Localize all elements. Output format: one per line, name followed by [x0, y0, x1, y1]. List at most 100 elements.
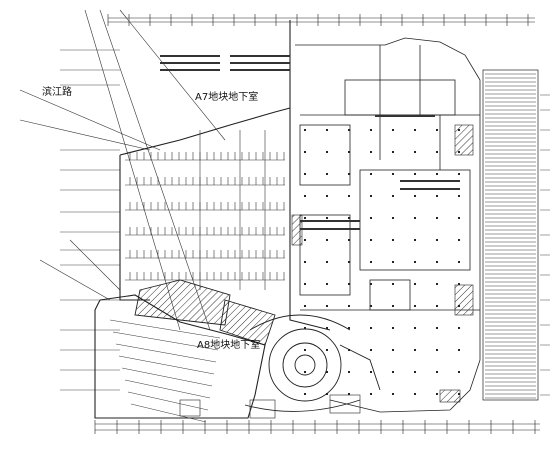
a8-parking-row [109, 319, 221, 339]
column-dot [436, 305, 438, 307]
column-dot [370, 239, 372, 241]
column-dot [304, 371, 306, 373]
column-dot [304, 195, 306, 197]
column-dot [392, 217, 394, 219]
column-dot [458, 393, 460, 395]
column-dot [304, 173, 306, 175]
column-dot [370, 327, 372, 329]
column-dot [392, 129, 394, 131]
column-dot [436, 349, 438, 351]
column-dot [414, 151, 416, 153]
column-dot [392, 283, 394, 285]
column-dot [414, 217, 416, 219]
column-dot [414, 327, 416, 329]
note-text-line [400, 180, 460, 182]
column-dot [458, 371, 460, 373]
column-dot [436, 239, 438, 241]
column-dot [348, 239, 350, 241]
column-dot [348, 393, 350, 395]
column-dot [326, 371, 328, 373]
column-dot [370, 283, 372, 285]
road-label: 滨江路 [42, 85, 72, 98]
note-text-line [300, 228, 360, 230]
a8-parking-row [115, 343, 217, 363]
note-text-line [230, 55, 290, 57]
column-dot [326, 129, 328, 131]
column-dot [436, 283, 438, 285]
column-dot [458, 173, 460, 175]
column-dot [458, 305, 460, 307]
column-dot [458, 239, 460, 241]
column-dot [326, 151, 328, 153]
column-dot [326, 327, 328, 329]
column-dot [304, 305, 306, 307]
column-dot [326, 261, 328, 263]
left-axis-lines [60, 49, 120, 391]
a8-parking-area [109, 319, 221, 423]
column-dot [436, 195, 438, 197]
connecting-ramp [134, 279, 276, 346]
column-dot [326, 195, 328, 197]
column-dot [370, 217, 372, 219]
column-dot [370, 261, 372, 263]
notes-block [160, 55, 460, 230]
column-dot [458, 327, 460, 329]
column-dot [392, 371, 394, 373]
note-text-line [160, 62, 220, 64]
column-dot [414, 393, 416, 395]
roundabout [244, 314, 381, 412]
note-text-line [230, 69, 290, 71]
lower-buildings [179, 394, 361, 419]
column-dot [304, 283, 306, 285]
column-dot [304, 129, 306, 131]
note-text-line [160, 69, 220, 71]
column-dot [392, 239, 394, 241]
column-dot [348, 261, 350, 263]
a8-parking-row [124, 379, 211, 399]
column-dot [436, 217, 438, 219]
column-dot [414, 239, 416, 241]
column-dot [304, 261, 306, 263]
right-axis-lines [540, 94, 550, 396]
a8-basement-outline [94, 294, 266, 419]
column-dot [392, 195, 394, 197]
column-dot [370, 195, 372, 197]
column-dot [370, 371, 372, 373]
a8-parking-row [112, 331, 219, 351]
column-dot [392, 327, 394, 329]
column-dot [458, 217, 460, 219]
column-dot [392, 393, 394, 395]
column-dot [436, 151, 438, 153]
column-dot [348, 217, 350, 219]
bottom-dimension-strip [94, 420, 540, 434]
note-text-line [160, 55, 220, 57]
column-dot [414, 129, 416, 131]
column-dot [414, 305, 416, 307]
a7-label: A7地块地下室 [195, 90, 258, 103]
column-dot [414, 283, 416, 285]
column-dot [348, 371, 350, 373]
column-grid-dots [304, 129, 460, 395]
column-dot [304, 349, 306, 351]
column-dot [392, 151, 394, 153]
column-dot [436, 261, 438, 263]
column-dot [348, 151, 350, 153]
note-text-line [375, 115, 435, 117]
column-dot [370, 393, 372, 395]
column-dot [392, 349, 394, 351]
column-dot [458, 349, 460, 351]
column-dot [370, 349, 372, 351]
stair-cores [291, 124, 474, 403]
column-dot [326, 349, 328, 351]
column-dot [458, 151, 460, 153]
column-dot [414, 195, 416, 197]
column-dot [414, 371, 416, 373]
column-dot [304, 239, 306, 241]
column-dot [392, 305, 394, 307]
column-dot [326, 217, 328, 219]
column-dot [326, 239, 328, 241]
a8-parking-row [127, 391, 209, 411]
column-dot [370, 173, 372, 175]
note-text-line [400, 188, 460, 190]
